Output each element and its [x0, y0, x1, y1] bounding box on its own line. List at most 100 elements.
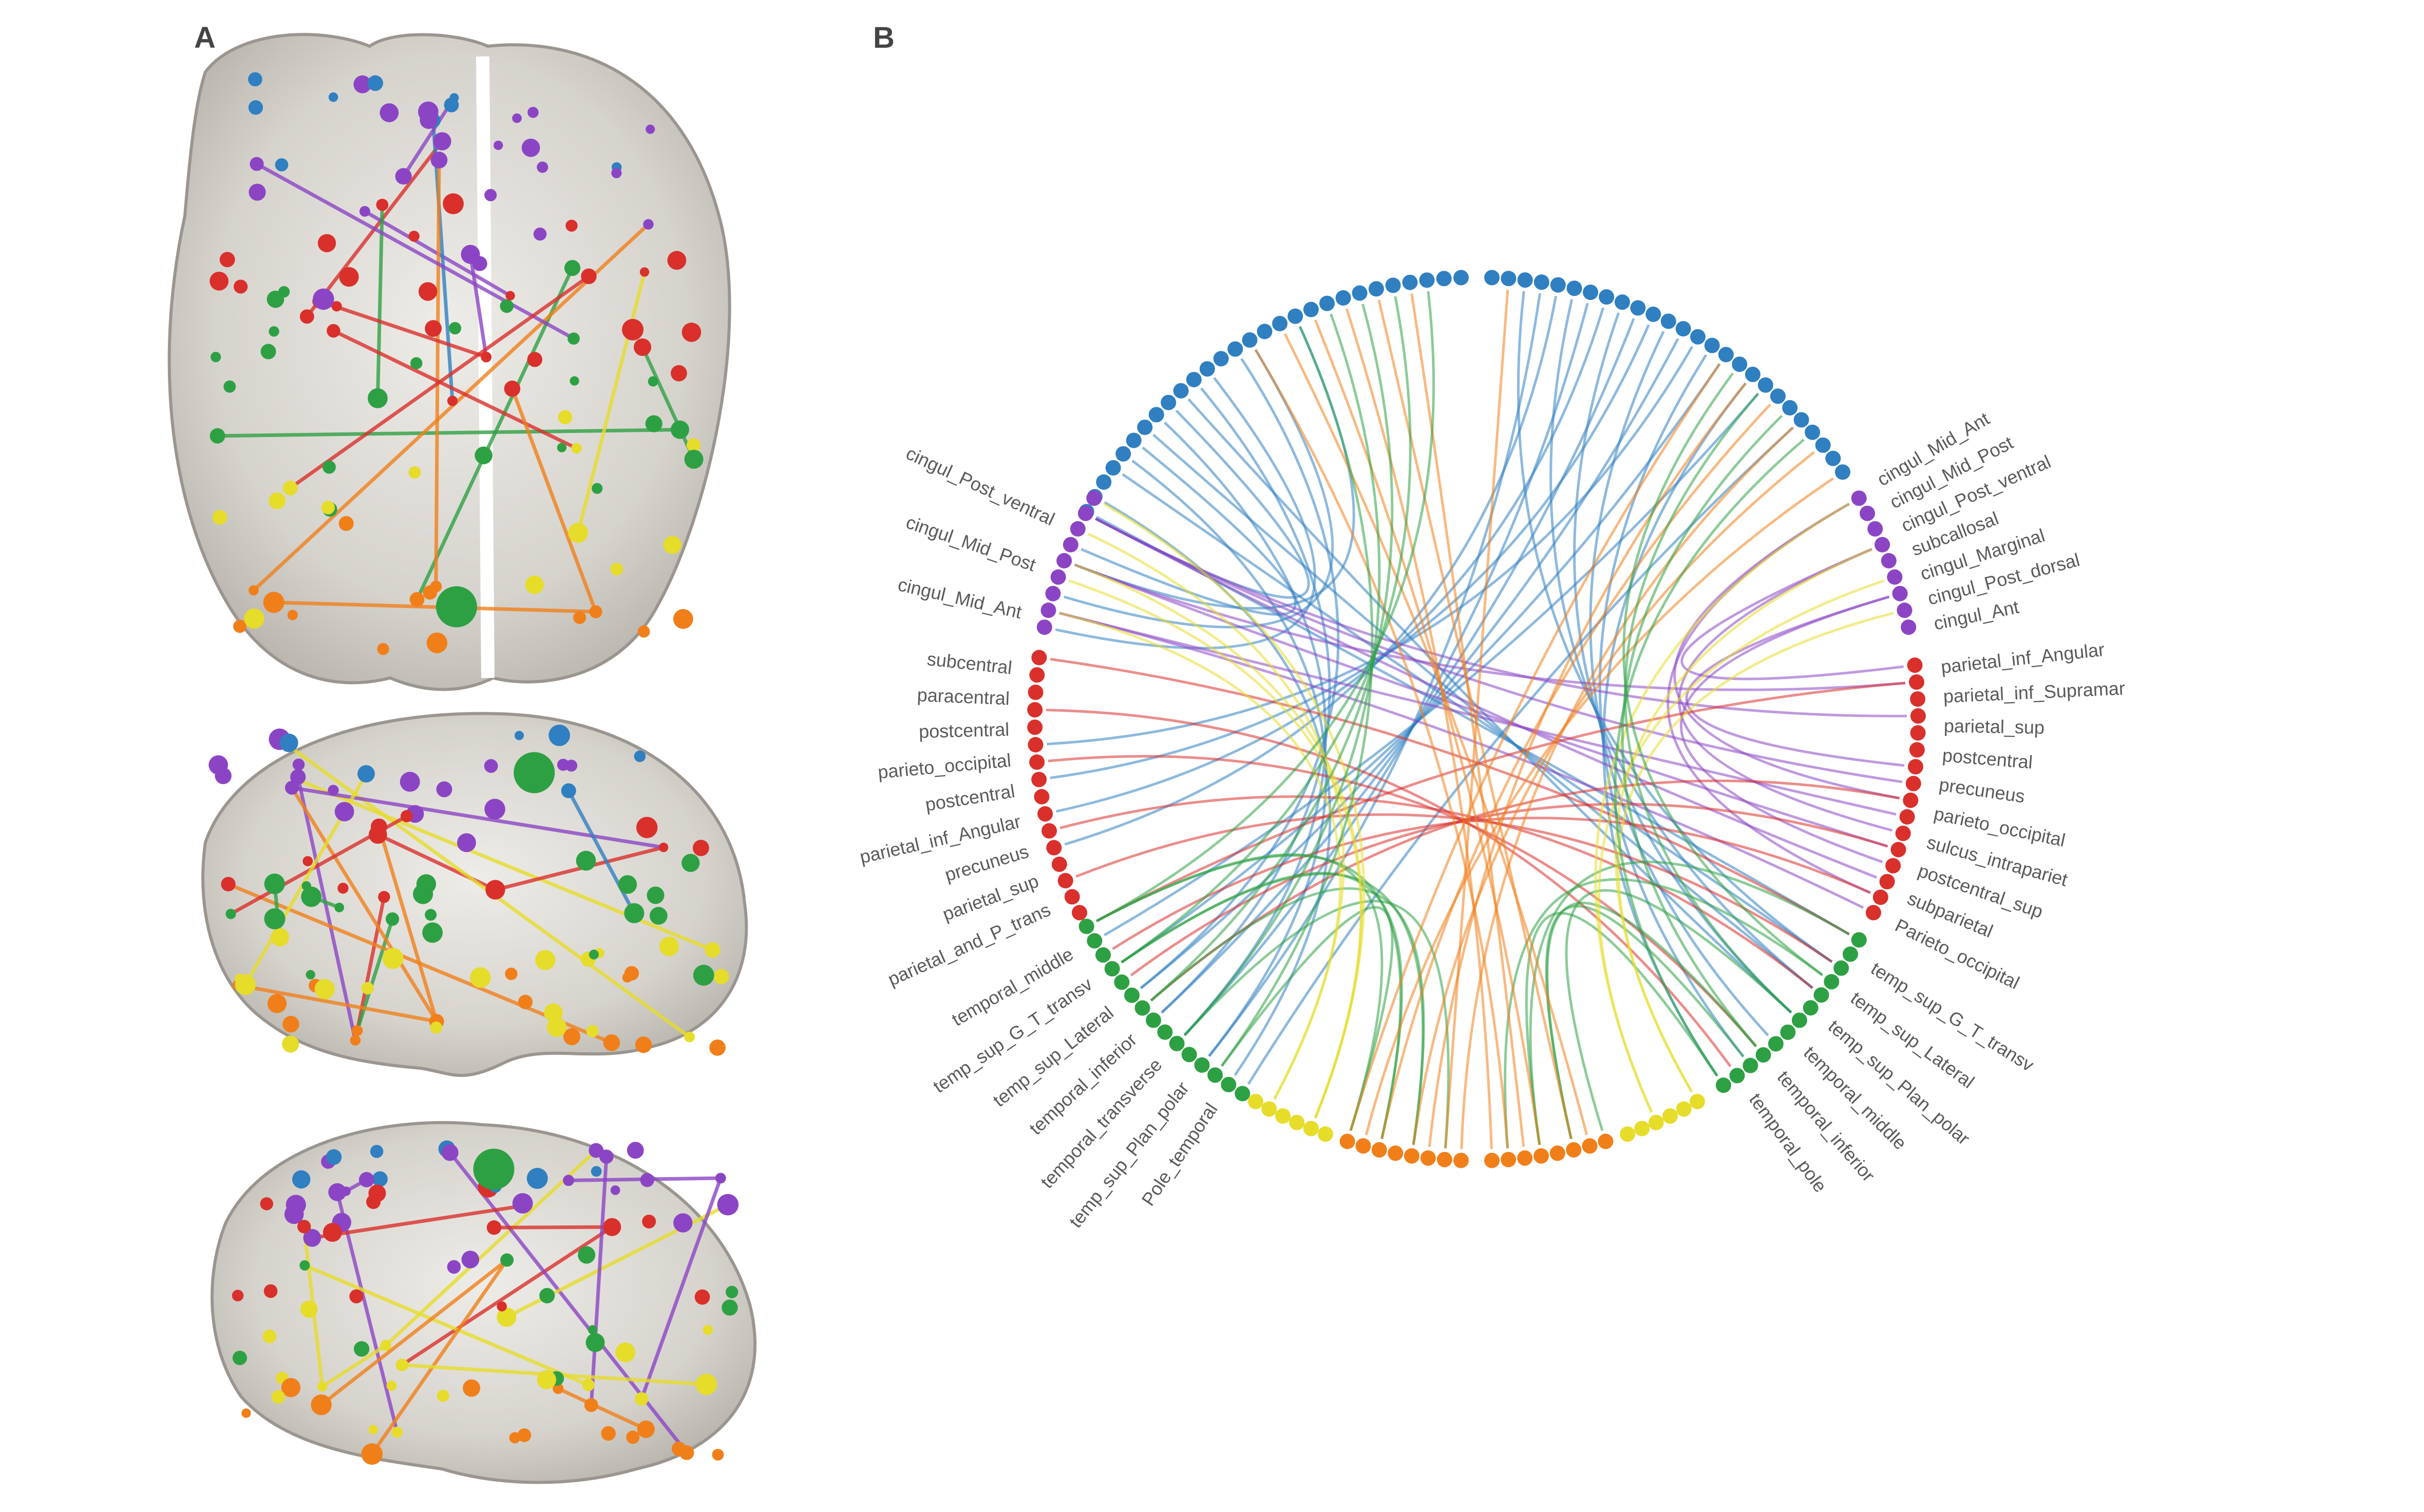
ring-node: [1676, 1101, 1692, 1117]
brain-node: [585, 1333, 605, 1352]
brain-node: [527, 107, 539, 118]
brain-node: [544, 1003, 563, 1023]
brain-node: [382, 948, 404, 969]
ring-node: [1031, 650, 1047, 666]
ring-node: [1892, 585, 1908, 601]
ring-node: [1907, 759, 1923, 774]
brain-edge: [468, 254, 488, 357]
chord-link: [1048, 755, 1757, 1047]
brain-node: [557, 443, 567, 452]
ring-node: [1169, 1035, 1185, 1051]
brain-node: [357, 765, 375, 783]
brain-edge: [289, 275, 590, 490]
ring-node: [1148, 407, 1164, 423]
ring-node: [1335, 290, 1351, 306]
brain-node: [311, 1394, 332, 1415]
brain-node: [610, 1185, 620, 1195]
ring-node: [1895, 825, 1911, 841]
brain-node: [248, 585, 259, 596]
ring-node: [1851, 490, 1867, 506]
brain-node: [300, 1300, 318, 1318]
brain-node: [323, 1223, 342, 1242]
brain-node: [306, 970, 315, 979]
ring-node: [1045, 585, 1061, 601]
brain-node: [589, 1143, 604, 1158]
brain-node: [235, 974, 244, 984]
ring-node: [1186, 372, 1202, 388]
ring-node: [1207, 1067, 1223, 1083]
ring-node: [1907, 657, 1923, 673]
brain-node: [409, 592, 425, 607]
brain-node: [565, 219, 578, 232]
brain-node: [244, 608, 264, 629]
ring-node: [1833, 960, 1849, 976]
ring-node: [1261, 1101, 1277, 1117]
brain-hub-node: [514, 752, 555, 793]
chord-link: [1685, 595, 1905, 767]
ring-node: [1517, 272, 1533, 288]
chord-link: [1621, 414, 1783, 1047]
brain-node: [437, 1389, 449, 1402]
brain-node: [292, 1170, 311, 1189]
ring-node: [1221, 1076, 1237, 1092]
ring-node: [1910, 708, 1926, 724]
brain-node: [339, 267, 359, 287]
brain-edge: [290, 786, 439, 1023]
brain-node: [349, 1289, 364, 1303]
ring-node: [1275, 1108, 1291, 1124]
ring-node: [1834, 464, 1850, 480]
brain-node: [323, 460, 336, 474]
brain-hub-node: [473, 1148, 515, 1190]
chord-link: [1546, 901, 1757, 1139]
brain-node: [269, 326, 279, 337]
brain-node: [361, 1443, 383, 1465]
brain-node: [317, 1381, 328, 1392]
brain-node: [263, 592, 285, 613]
brain-node: [553, 1383, 564, 1394]
chord-link: [1074, 563, 1888, 848]
ring-node: [1115, 446, 1131, 462]
ring-node: [1860, 505, 1876, 521]
brain-edge: [510, 388, 598, 613]
ring-node: [1851, 932, 1867, 948]
roi-label-right-middle: postcentral: [1942, 745, 2034, 773]
ring-node: [1648, 1114, 1664, 1130]
brain-node: [671, 365, 687, 382]
roi-label-right-middle: parietal_inf_Supramar: [1943, 677, 2126, 707]
ring-node: [1114, 974, 1130, 990]
brain-node: [386, 1381, 397, 1391]
brain-node: [444, 97, 459, 112]
chord-link: [1365, 477, 1834, 1136]
brain-edge: [370, 1259, 509, 1456]
brain-node: [299, 309, 314, 324]
chord-link: [1059, 795, 1813, 989]
ring-node: [1885, 858, 1901, 874]
ring-node: [1388, 1145, 1404, 1161]
brain-node: [395, 168, 412, 185]
brain-node: [571, 443, 582, 454]
brain-node: [380, 1339, 391, 1351]
brain-node: [624, 903, 645, 923]
ring-node: [1248, 1093, 1263, 1109]
chord-link: [1095, 291, 1435, 922]
chord-link: [1614, 439, 1805, 1077]
brain-node: [505, 968, 518, 980]
ring-node: [1368, 281, 1384, 297]
brain-node: [484, 759, 498, 773]
ring-node: [1550, 277, 1566, 293]
brain-node: [627, 1142, 644, 1159]
chord-link: [1247, 426, 1794, 1085]
brain-node: [338, 516, 354, 531]
brain-node: [512, 1193, 533, 1214]
brain-node: [328, 1183, 347, 1201]
brain-node: [634, 338, 652, 356]
ring-node: [1879, 874, 1895, 890]
ring-node: [1157, 1024, 1173, 1040]
brain-node: [681, 323, 702, 342]
ring-node: [1037, 806, 1053, 822]
brain-node: [505, 291, 515, 300]
brain-node: [537, 161, 548, 173]
chord-link: [1412, 451, 1815, 1145]
brain-node: [475, 446, 493, 464]
chord-link: [1183, 900, 1450, 1148]
